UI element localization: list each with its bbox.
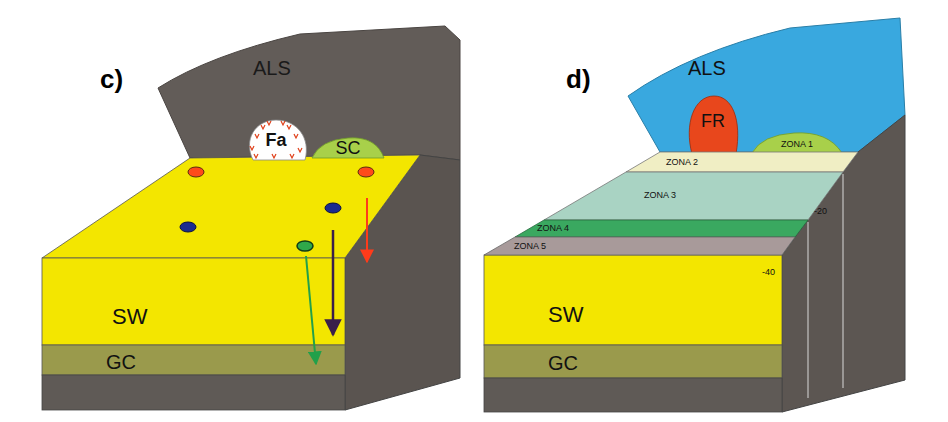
texture-mark	[255, 134, 259, 138]
unit-label: FR	[701, 112, 725, 130]
texture-mark	[290, 154, 294, 158]
hillside-ground	[628, 18, 905, 152]
zone-band: ZONA 3	[544, 172, 843, 220]
sample-point	[297, 241, 313, 251]
texture-mark	[267, 121, 271, 125]
shape-fill	[689, 96, 738, 154]
shape-fill	[484, 237, 795, 255]
depth-arrow	[306, 256, 316, 364]
shape-fill	[626, 152, 858, 172]
bedrock-layer	[484, 378, 782, 412]
unit-label: GC	[106, 352, 136, 372]
unit-label: ALS	[253, 58, 291, 78]
texture-mark	[298, 148, 302, 152]
unit-label: ZONA 4	[537, 224, 569, 233]
shape-outline	[626, 152, 858, 172]
texture-mark	[250, 146, 254, 150]
texture-mark	[272, 154, 276, 158]
shape-fill	[752, 133, 842, 153]
sample-point	[180, 222, 196, 232]
zone-band: ZONA 2	[626, 152, 858, 172]
fa-outcrop: Fa	[243, 118, 309, 160]
depth-value: -40	[762, 268, 775, 277]
unit-label: ZONA 3	[644, 191, 676, 200]
panel-letter: d)	[566, 66, 591, 92]
texture-mark	[294, 134, 298, 138]
unit-label: ALS	[688, 58, 726, 78]
shape-outline	[544, 172, 843, 220]
sample-point	[325, 203, 341, 213]
sc-mound: SC	[312, 134, 384, 158]
depth-arrow	[332, 230, 335, 335]
unit-label: ZONA 2	[666, 158, 698, 167]
shape-fill	[249, 120, 306, 160]
shape-fill	[312, 138, 384, 158]
sw-layer	[42, 258, 345, 345]
block-top-face	[42, 155, 420, 258]
fr-body: FR	[684, 94, 740, 154]
sample-point	[358, 167, 374, 177]
texture-mark	[281, 121, 285, 125]
depth-value: -20	[814, 207, 827, 216]
bedrock-layer	[42, 375, 345, 410]
shape-fill	[544, 172, 843, 220]
zone-band: ZONA 5	[484, 237, 795, 255]
panel-letter: c)	[100, 66, 123, 92]
unit-label: Fa	[265, 131, 286, 149]
unit-label: ZONA 5	[514, 242, 546, 251]
shape-fill	[515, 220, 808, 237]
depth-line	[843, 174, 844, 388]
gc-layer	[484, 345, 782, 378]
sw-layer	[484, 255, 782, 345]
zone-mound: ZONA 1	[752, 131, 842, 153]
texture-mark	[287, 125, 291, 129]
unit-label: ZONA 1	[781, 140, 813, 149]
unit-label: GC	[548, 353, 578, 373]
sample-point	[188, 167, 204, 177]
texture-mark	[254, 154, 258, 158]
unit-label: SW	[112, 306, 147, 328]
zone-band: ZONA 4	[515, 220, 808, 237]
depth-arrow	[366, 198, 368, 262]
unit-label: SW	[548, 304, 583, 326]
unit-label: SC	[335, 139, 360, 157]
depth-line	[808, 222, 809, 398]
texture-mark	[261, 125, 265, 129]
gc-layer	[42, 345, 345, 375]
hillside-ground	[158, 26, 460, 160]
